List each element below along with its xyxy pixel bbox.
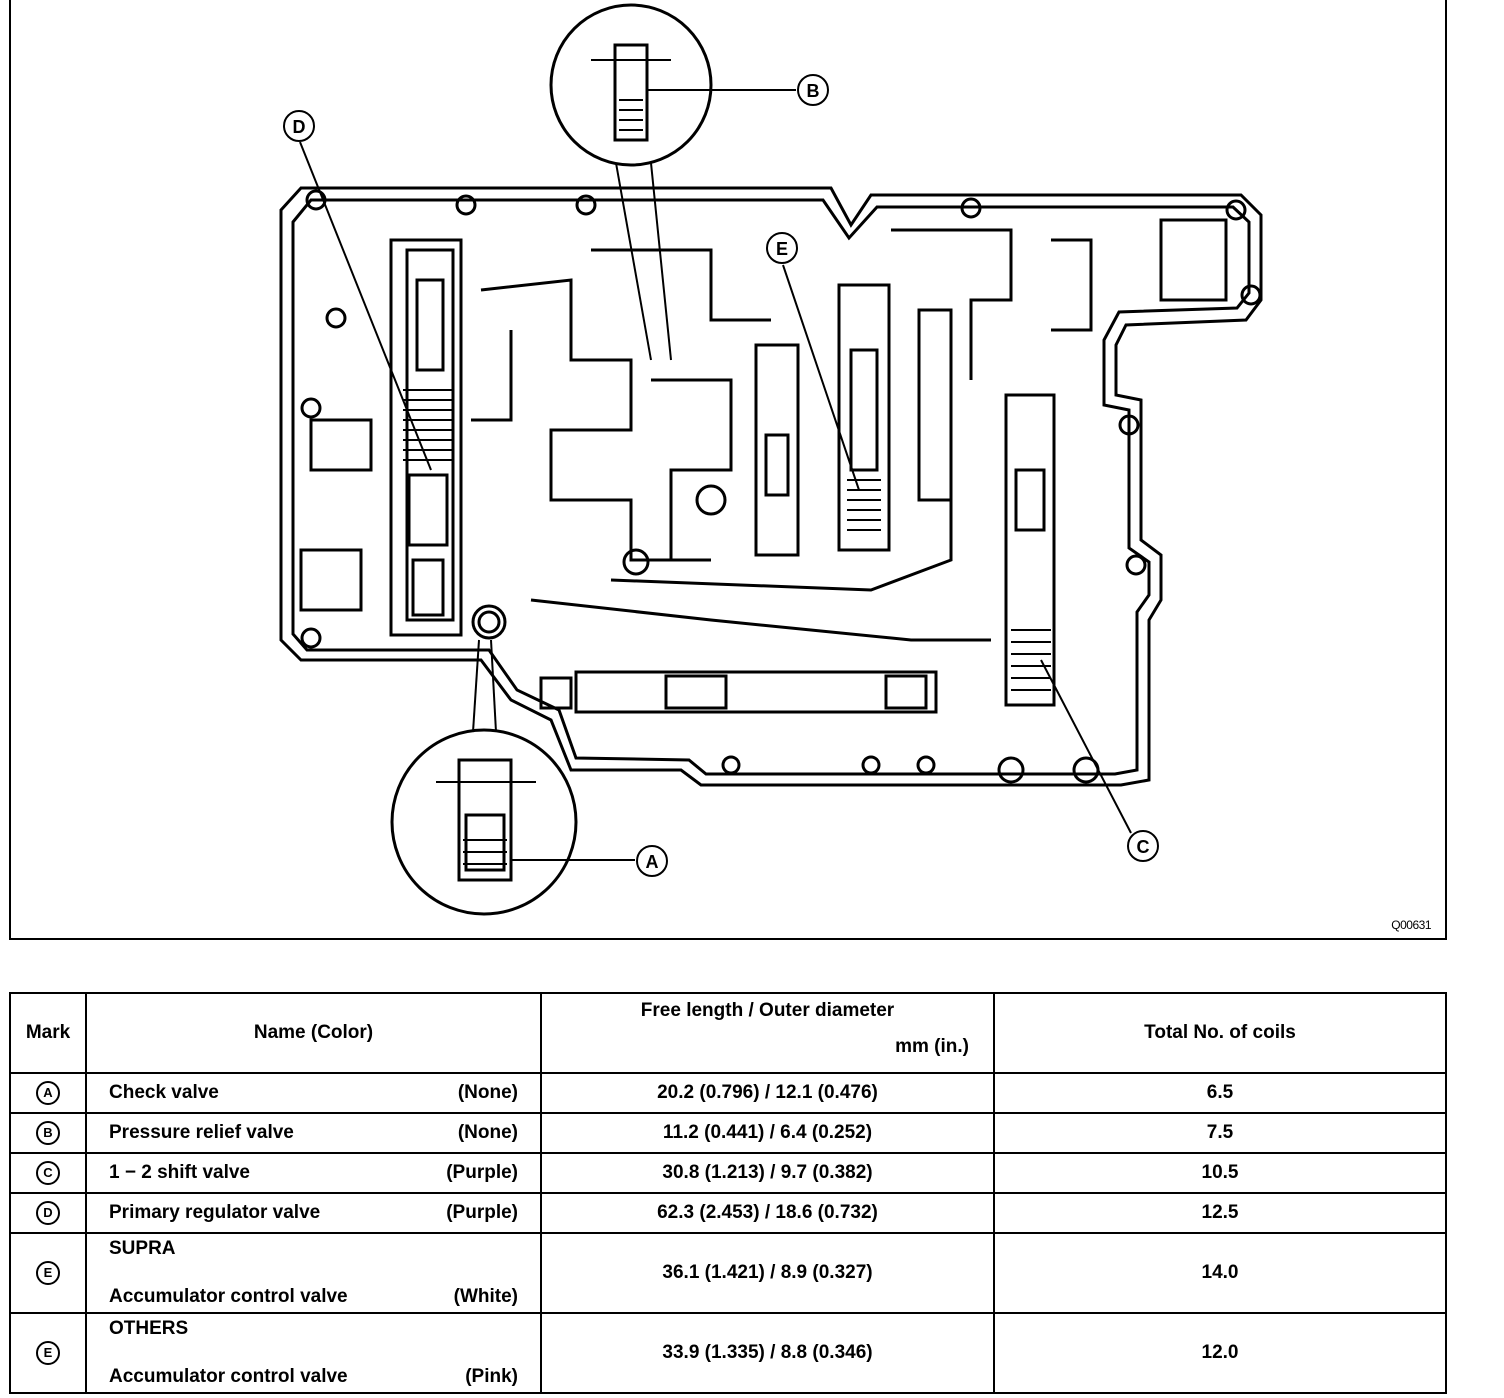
row-mark: E [9,1232,87,1314]
callout-e-label: E [776,239,788,259]
header-coils: Total No. of coils [993,992,1447,1074]
table-header-row: Mark Name (Color) Free length / Outer di… [9,992,1447,1074]
header-mark: Mark [9,992,87,1074]
row-mark: D [9,1192,87,1234]
valve-name: Check valve [109,1082,219,1103]
mark-badge: E [36,1341,60,1365]
row-coils: 10.5 [993,1152,1447,1194]
row-length: 33.9 (1.335) / 8.8 (0.346) [540,1312,995,1394]
row-coils: 7.5 [993,1112,1447,1154]
table-row: B Pressure relief valve (None) 11.2 (0.44… [9,1112,1447,1154]
row-name: Pressure relief valve (None) [85,1112,542,1154]
row-name: SUPRA Accumulator control valve (White) [85,1232,542,1314]
valve-color: (Purple) [446,1162,518,1183]
row-coils: 14.0 [993,1232,1447,1314]
callout-b-label: B [807,81,820,101]
row-length: 20.2 (0.796) / 12.1 (0.476) [540,1072,995,1114]
row-name: OTHERS Accumulator control valve (Pink) [85,1312,542,1394]
valve-group: SUPRA [109,1238,176,1259]
table-row: A Check valve (None) 20.2 (0.796) / 12.1 … [9,1072,1447,1114]
valve-name: Pressure relief valve [109,1122,294,1143]
valve-color: (Pink) [465,1366,518,1387]
header-length-line2: mm (in.) [895,1036,969,1057]
diagram-frame: D B E C A Q00631 [9,0,1447,940]
valve-name: Primary regulator valve [109,1202,321,1223]
row-mark: E [9,1312,87,1394]
valve-name: Accumulator control valve [109,1286,348,1307]
valve-color: (White) [453,1286,518,1307]
callout-a-label: A [646,852,659,872]
header-length: Free length / Outer diameter mm (in.) [540,992,995,1074]
table-row: E OTHERS Accumulator control valve (Pink)… [9,1312,1447,1394]
valve-color: (None) [457,1122,518,1143]
row-name: Check valve (None) [85,1072,542,1114]
row-name: 1 − 2 shift valve (Purple) [85,1152,542,1194]
callout-c-label: C [1137,837,1150,857]
callout-d-label: D [293,117,306,137]
valve-color: (Purple) [446,1202,518,1223]
valve-body-outline [279,186,1263,787]
valve-body-diagram: D B E C A [279,3,1263,916]
row-length: 62.3 (2.453) / 18.6 (0.732) [540,1192,995,1234]
row-length: 11.2 (0.441) / 6.4 (0.252) [540,1112,995,1154]
table-row: D Primary regulator valve (Purple) 62.3 (… [9,1192,1447,1234]
header-name: Name (Color) [85,992,542,1074]
row-mark: B [9,1112,87,1154]
mark-badge: A [36,1081,60,1105]
mark-badge: C [36,1161,60,1185]
header-length-line1: Free length / Outer diameter [640,1000,895,1021]
valve-color: (None) [457,1082,518,1103]
row-coils: 12.5 [993,1192,1447,1234]
table-row: C 1 − 2 shift valve (Purple) 30.8 (1.213)… [9,1152,1447,1194]
row-coils: 12.0 [993,1312,1447,1394]
row-length: 30.8 (1.213) / 9.7 (0.382) [540,1152,995,1194]
mark-badge: E [36,1261,60,1285]
table-row: E SUPRA Accumulator control valve (White)… [9,1232,1447,1314]
mark-badge: D [36,1201,60,1225]
valve-group: OTHERS [109,1318,189,1339]
row-length: 36.1 (1.421) / 8.9 (0.327) [540,1232,995,1314]
mark-badge: B [36,1121,60,1145]
valve-name: Accumulator control valve [109,1366,348,1387]
spring-spec-table: Mark Name (Color) Free length / Outer di… [9,992,1447,1394]
row-mark: C [9,1152,87,1194]
row-name: Primary regulator valve (Purple) [85,1192,542,1234]
row-mark: A [9,1072,87,1114]
valve-name: 1 − 2 shift valve [109,1162,250,1183]
figure-code: Q00631 [1391,918,1431,932]
row-coils: 6.5 [993,1072,1447,1114]
